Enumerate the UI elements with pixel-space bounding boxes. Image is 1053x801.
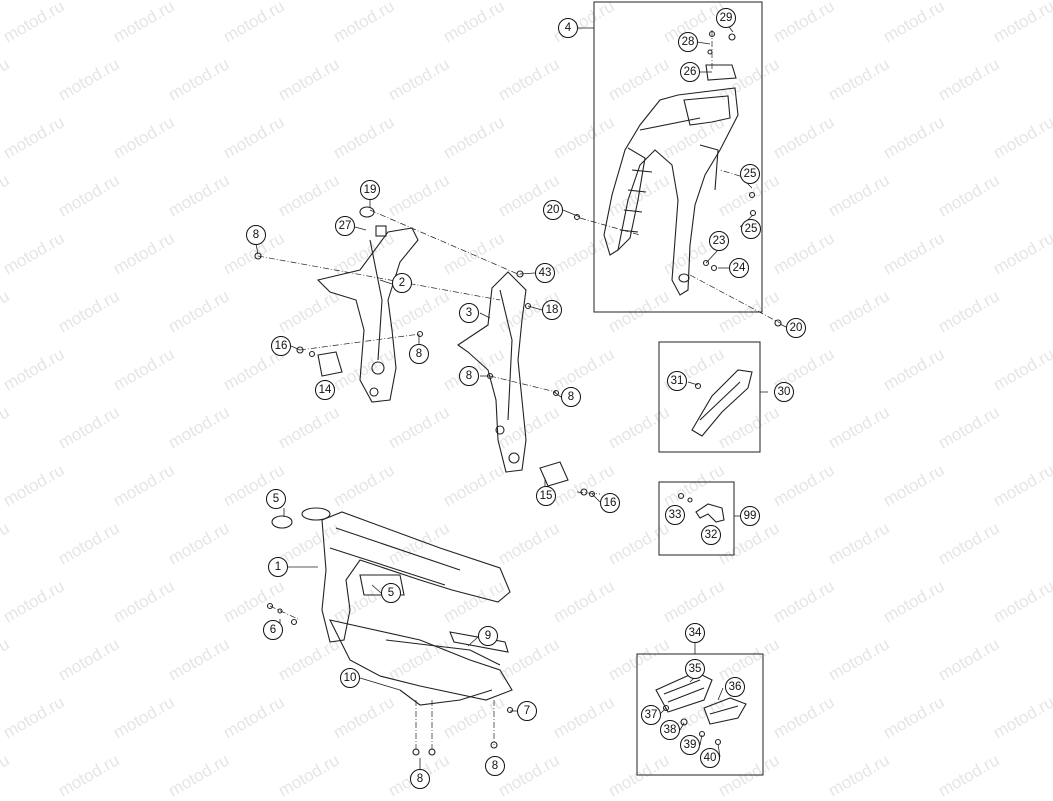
callout-32[interactable]: 32 xyxy=(701,525,721,545)
rear-subframe xyxy=(573,30,782,327)
callout-34[interactable]: 34 xyxy=(685,623,705,643)
callout-40[interactable]: 40 xyxy=(700,748,720,768)
callout-29[interactable]: 29 xyxy=(716,8,736,28)
callout-4[interactable]: 4 xyxy=(558,18,578,38)
callout-37[interactable]: 37 xyxy=(641,705,661,725)
main-frame xyxy=(266,507,514,756)
callout-14[interactable]: 14 xyxy=(315,380,335,400)
footpeg-assembly xyxy=(655,671,747,746)
left-frame-plate xyxy=(254,206,424,403)
callout-8-a[interactable]: 8 xyxy=(246,225,266,245)
part-99-group-box xyxy=(658,481,735,556)
callout-7[interactable]: 7 xyxy=(517,701,537,721)
callout-25-upper[interactable]: 25 xyxy=(740,164,760,184)
callout-39[interactable]: 39 xyxy=(680,735,700,755)
callout-10[interactable]: 10 xyxy=(340,668,360,688)
callout-8-f[interactable]: 8 xyxy=(485,756,505,776)
footpeg-group-box xyxy=(636,653,764,776)
part-99-cover xyxy=(677,492,725,523)
callout-5-mid[interactable]: 5 xyxy=(381,583,401,603)
callout-8-d[interactable]: 8 xyxy=(561,387,581,407)
subframe-group-box xyxy=(593,1,763,313)
callout-27[interactable]: 27 xyxy=(335,216,355,236)
callout-5-top[interactable]: 5 xyxy=(266,489,286,509)
callout-16-left[interactable]: 16 xyxy=(271,336,291,356)
callout-16-right[interactable]: 16 xyxy=(600,493,620,513)
callout-30[interactable]: 30 xyxy=(774,382,794,402)
callout-20-left[interactable]: 20 xyxy=(543,200,563,220)
callout-33[interactable]: 33 xyxy=(665,505,685,525)
callout-35[interactable]: 35 xyxy=(685,659,705,679)
callout-31[interactable]: 31 xyxy=(667,371,687,391)
callout-26[interactable]: 26 xyxy=(680,62,700,82)
callout-25-lower[interactable]: 25 xyxy=(741,219,761,239)
callout-8-e[interactable]: 8 xyxy=(410,769,430,789)
callout-2[interactable]: 2 xyxy=(392,273,412,293)
callout-3[interactable]: 3 xyxy=(459,303,479,323)
callout-6[interactable]: 6 xyxy=(263,620,283,640)
callout-18[interactable]: 18 xyxy=(542,300,562,320)
callout-36[interactable]: 36 xyxy=(725,677,745,697)
callout-24[interactable]: 24 xyxy=(729,258,749,278)
callout-23[interactable]: 23 xyxy=(709,231,729,251)
callout-9[interactable]: 9 xyxy=(478,626,498,646)
callout-20-right[interactable]: 20 xyxy=(786,318,806,338)
callout-15[interactable]: 15 xyxy=(536,486,556,506)
part-30-bracket xyxy=(691,369,753,437)
callout-19[interactable]: 19 xyxy=(360,180,380,200)
callout-8-c[interactable]: 8 xyxy=(459,366,479,386)
callout-1[interactable]: 1 xyxy=(268,557,288,577)
callout-28[interactable]: 28 xyxy=(678,32,698,52)
callout-43[interactable]: 43 xyxy=(535,263,555,283)
callout-99[interactable]: 99 xyxy=(740,506,760,526)
callout-38[interactable]: 38 xyxy=(660,720,680,740)
right-frame-plate xyxy=(457,270,596,498)
part-30-group-box xyxy=(658,341,761,453)
callout-8-b[interactable]: 8 xyxy=(409,344,429,364)
